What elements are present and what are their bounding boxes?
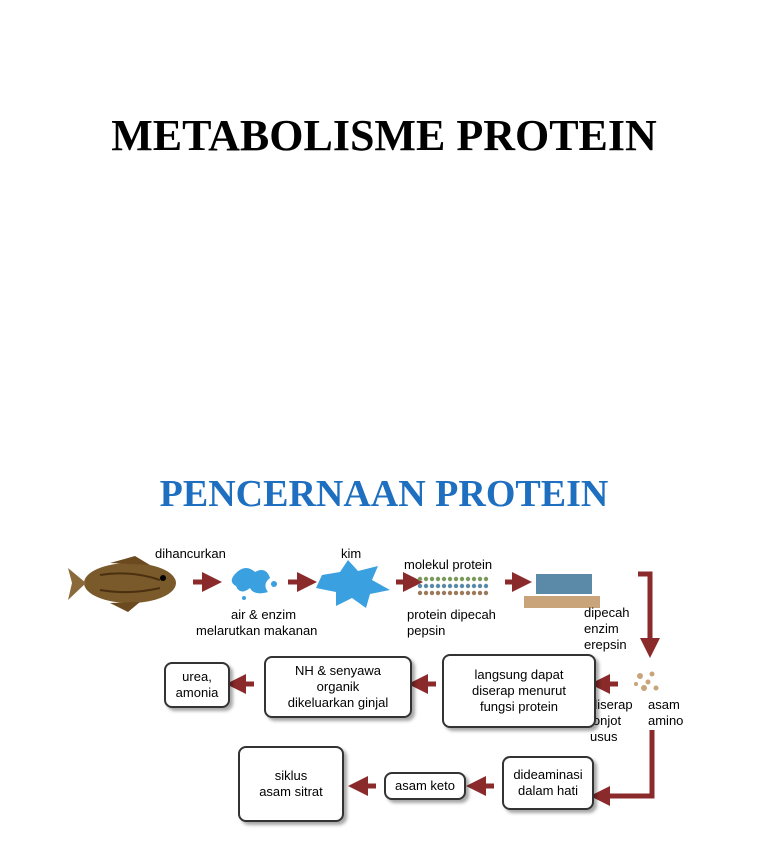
protein-chain-dot	[435, 583, 441, 589]
protein-chain-dot	[465, 576, 471, 582]
protein-chain-dot	[417, 576, 423, 582]
protein-chain-dot	[471, 590, 477, 596]
protein-chain-dot	[417, 583, 423, 589]
protein-chain-icon	[417, 576, 489, 596]
protein-chain-dot	[441, 583, 447, 589]
label-asam: asam	[648, 697, 680, 712]
label-melarutkan: melarutkan makanan	[196, 623, 318, 638]
box-langsung-diserap: langsung dapat diserap menurut fungsi pr…	[442, 654, 596, 728]
protein-chain-dot	[447, 590, 453, 596]
protein-chain-dot	[471, 576, 477, 582]
block-tan-icon	[524, 596, 600, 608]
protein-chain-dot	[483, 576, 489, 582]
protein-chain-dot	[441, 576, 447, 582]
amino-acid-dots-icon	[634, 671, 659, 691]
label-kim: kim	[341, 546, 362, 561]
protein-chain-dot	[435, 576, 441, 582]
label-air-enzim: air & enzim	[231, 607, 297, 622]
fish-icon	[68, 556, 176, 612]
protein-chain-dot	[477, 576, 483, 582]
protein-chain-dot	[441, 590, 447, 596]
arrow-down-back	[590, 730, 655, 806]
label-protein-dipecah: protein dipecah	[407, 607, 496, 622]
label-usus: usus	[590, 729, 618, 744]
protein-chain-dot	[459, 583, 465, 589]
protein-chain-dot	[453, 583, 459, 589]
protein-chain-dot	[417, 590, 423, 596]
protein-chain-dot	[429, 590, 435, 596]
splash-small-icon	[231, 567, 277, 600]
label-pepsin: pepsin	[407, 623, 446, 638]
splash-kim-icon	[316, 560, 390, 608]
protein-chain-dot	[471, 583, 477, 589]
label-enzim: enzim	[584, 621, 619, 636]
protein-chain-dot	[435, 590, 441, 596]
label-molekul-protein: molekul protein	[404, 557, 493, 572]
label-amino: amino	[648, 713, 684, 728]
box-urea-amonia: urea, amonia	[164, 662, 230, 708]
protein-chain-dot	[429, 576, 435, 582]
protein-chain-dot	[453, 576, 459, 582]
label-dihancurkan: dihancurkan	[155, 546, 226, 561]
label-dipecah: dipecah	[584, 605, 630, 620]
protein-chain-dot	[465, 583, 471, 589]
box-asam-keto: asam keto	[384, 772, 466, 800]
box-dideaminasi: dideaminasi dalam hati	[502, 756, 594, 810]
protein-chain-dot	[453, 590, 459, 596]
box-siklus-asam-sitrat: siklus asam sitrat	[238, 746, 344, 822]
arrow-right-down	[638, 571, 660, 658]
block-blue-icon	[536, 574, 592, 594]
protein-chain-dot	[423, 590, 429, 596]
label-erepsin: erepsin	[584, 637, 627, 652]
slide-title-metabolisme: METABOLISME PROTEIN	[111, 111, 657, 160]
protein-chain-dot	[483, 590, 489, 596]
protein-chain-dot	[477, 590, 483, 596]
protein-chain-dot	[447, 583, 453, 589]
label-diserap: diserap	[590, 697, 633, 712]
label-jonjot: jonjot	[590, 713, 622, 728]
box-nh-senyawa: NH & senyawa organik dikeluarkan ginjal	[264, 656, 412, 718]
protein-chain-dot	[429, 583, 435, 589]
protein-chain-dot	[423, 576, 429, 582]
protein-chain-dot	[465, 590, 471, 596]
protein-chain-dot	[423, 583, 429, 589]
protein-chain-dot	[459, 576, 465, 582]
protein-chain-dot	[483, 583, 489, 589]
protein-chain-dot	[477, 583, 483, 589]
slide-title-pencernaan: PENCERNAAN PROTEIN	[159, 473, 609, 515]
protein-chain-dot	[447, 576, 453, 582]
protein-chain-dot	[459, 590, 465, 596]
